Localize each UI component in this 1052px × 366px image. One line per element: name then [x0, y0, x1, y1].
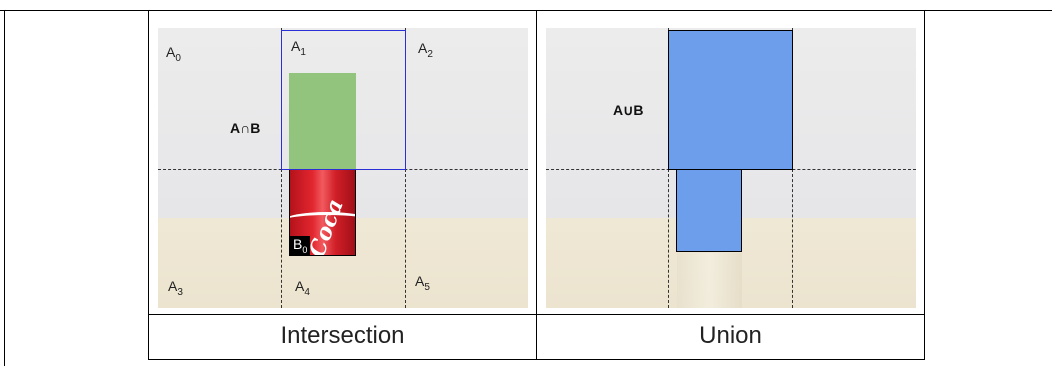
caption-union: Union [699, 322, 762, 349]
right-border [924, 10, 925, 360]
caption-intersection: Intersection [280, 322, 405, 349]
region-label-a2: A2 [418, 40, 433, 60]
region-label-a3-sub: 3 [177, 286, 183, 298]
union-area-box-a [668, 30, 793, 170]
region-label-a2-sub: 2 [427, 48, 433, 60]
region-label-a4-base: A [295, 278, 305, 294]
object-label-b0: B0 [290, 236, 311, 255]
region-label-a1-sub: 1 [300, 46, 306, 58]
region-label-a3: A3 [168, 278, 183, 298]
region-label-a5-sub: 5 [424, 281, 430, 293]
region-label-a5-base: A [415, 273, 425, 289]
center-divider [536, 10, 537, 360]
intersection-photo-panel: A0 A1 A2 A3 A4 A5 Coca B0 A∩B [158, 28, 528, 308]
intersection-label: A∩B [230, 120, 261, 136]
bottom-border [148, 359, 925, 360]
can-ribbon-wave [290, 212, 355, 231]
outer-left-stub [4, 10, 5, 366]
caption-divider [148, 314, 925, 315]
left-border [148, 10, 149, 360]
region-label-a5: A5 [415, 273, 430, 293]
region-label-a4-sub: 4 [304, 286, 310, 298]
region-label-a0-base: A [166, 44, 176, 60]
region-label-a4: A4 [295, 278, 310, 298]
object-label-b0-base: B [293, 236, 303, 253]
region-label-a0: A0 [166, 44, 181, 64]
region-label-a3-base: A [168, 278, 178, 294]
object-label-b0-sub: 0 [302, 245, 308, 255]
region-label-a1-base: A [291, 38, 301, 54]
union-area-box-b [676, 169, 742, 252]
coca-cola-can: Coca B0 [289, 167, 356, 256]
region-label-a0-sub: 0 [175, 52, 181, 64]
top-border [0, 10, 1052, 11]
faded-can-ghost [677, 253, 742, 308]
region-label-a1: A1 [291, 38, 306, 58]
bounding-box-a1 [281, 30, 406, 170]
intersection-area [289, 73, 356, 169]
union-photo-panel: A∪B [546, 28, 916, 308]
union-label: A∪B [613, 102, 644, 118]
region-label-a2-base: A [418, 40, 428, 56]
